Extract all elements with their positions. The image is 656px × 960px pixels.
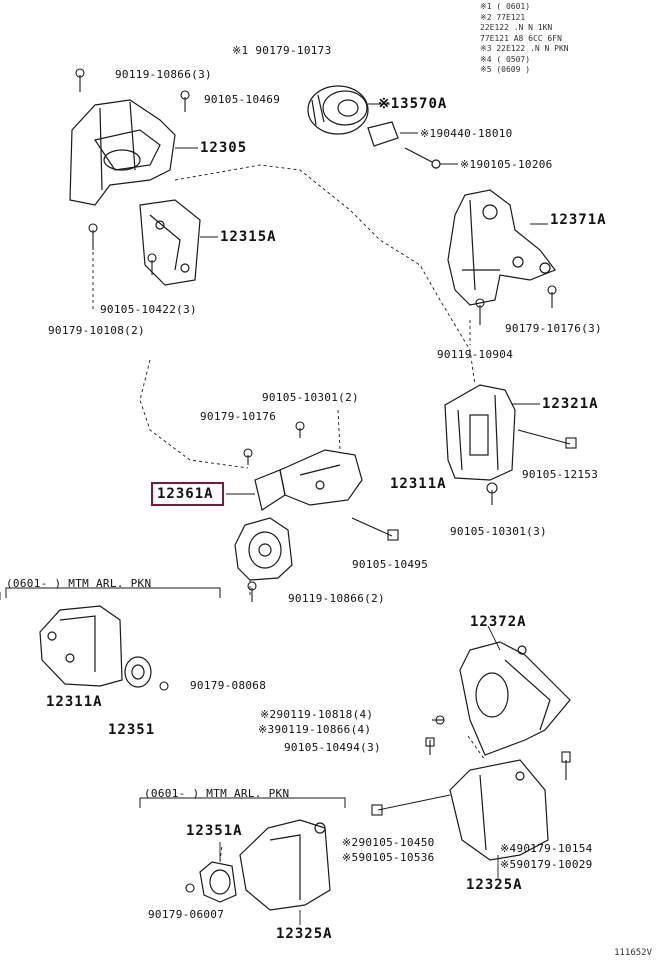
- leader-lines: [0, 103, 548, 925]
- bolt-label[interactable]: 90179-10176(3): [505, 322, 602, 335]
- bracket-12311A-left: [39, 605, 123, 687]
- condition-brackets: [5, 587, 346, 808]
- bolt-label[interactable]: 90119-10904: [437, 348, 514, 361]
- bolt-label[interactable]: 90105-10301(3): [450, 525, 547, 538]
- bolt-glyphs: [75, 68, 577, 893]
- legend-line: ※2 77E121: [480, 12, 526, 22]
- bolt-label[interactable]: 90179-10108(2): [48, 324, 145, 337]
- part-label[interactable]: 12311A: [390, 476, 447, 492]
- bolt-label[interactable]: ※390119-10866(4): [258, 723, 372, 736]
- bushing-12351: [124, 656, 152, 688]
- mount-12361A: [234, 517, 293, 581]
- part-label[interactable]: ※13570A: [378, 96, 448, 112]
- collar-190440: [367, 121, 399, 147]
- bolt-label[interactable]: ※290105-10450: [342, 836, 435, 849]
- bolt-label[interactable]: 90105-10494(3): [284, 741, 381, 754]
- legend-line: 77E121 A8 6CC 6FN: [480, 33, 562, 43]
- bolt-label[interactable]: ※190105-10206: [460, 158, 553, 171]
- condition-label: (0601- ) MTM ARL. PKN: [144, 787, 290, 800]
- bolt-190105: [404, 147, 433, 163]
- bolt-label[interactable]: 90105-10495: [352, 558, 429, 571]
- bolt-label[interactable]: 90105-12153: [522, 468, 599, 481]
- bracket-12371A: [447, 189, 556, 306]
- variant-legend: ※1 ( 0601) ※2 77E121 22E122 .N N 1KN 77E…: [480, 2, 569, 76]
- bolt-label[interactable]: 90179-10176: [200, 410, 277, 423]
- part-label[interactable]: 12372A: [470, 614, 527, 630]
- pulley-13570A: [307, 85, 369, 135]
- bolt-label[interactable]: 90105-10422(3): [100, 303, 197, 316]
- part-label[interactable]: 12305: [200, 140, 248, 156]
- bracket-12325A-right: [449, 759, 549, 861]
- bracket-12325A-bottom: [239, 819, 331, 911]
- part-label[interactable]: 12315A: [220, 229, 277, 245]
- part-label[interactable]: 12325A: [466, 877, 523, 893]
- bolt-label[interactable]: ※590179-10029: [500, 858, 593, 871]
- part-label[interactable]: 12311A: [46, 694, 103, 710]
- part-label[interactable]: 12321A: [542, 396, 599, 412]
- bolt-label[interactable]: ※290119-10818(4): [260, 708, 374, 721]
- part-label[interactable]: 12351A: [186, 823, 243, 839]
- condition-label: (0601- ) MTM ARL. PKN: [6, 577, 152, 590]
- bolt-label[interactable]: 90119-10866(3): [115, 68, 212, 81]
- bracket-12315A: [139, 199, 201, 286]
- catalog-number: 111652V: [614, 948, 652, 958]
- mount-12372A: [459, 641, 571, 756]
- bolt-label[interactable]: 90179-08068: [190, 679, 267, 692]
- bolt-label[interactable]: ※490179-10154: [500, 842, 593, 855]
- legend-line: 22E122 .N N 1KN: [480, 23, 553, 32]
- bolt-label[interactable]: 90105-10301(2): [262, 391, 359, 404]
- bracket-12361A: [254, 449, 363, 511]
- bolt-label[interactable]: ※590105-10536: [342, 851, 435, 864]
- legend-line: ※5 (0609 ): [480, 65, 531, 74]
- bolt-label[interactable]: 90119-10866(2): [288, 592, 385, 605]
- legend-line: ※1 ( 0601): [480, 2, 531, 11]
- bolt-label[interactable]: 90179-06007: [148, 908, 225, 921]
- bolt-label[interactable]: 90105-10469: [204, 93, 281, 106]
- engine-mount-12305: [69, 99, 176, 206]
- bolt-label[interactable]: ※1 90179-10173: [232, 44, 332, 57]
- mount-12321A: [444, 384, 516, 481]
- part-label[interactable]: 12351: [108, 722, 156, 738]
- mount-12351A: [199, 861, 237, 903]
- part-label[interactable]: 12325A: [276, 926, 333, 942]
- bolt-label[interactable]: ※190440-18010: [420, 127, 513, 140]
- selected-part-highlight[interactable]: 12361A: [151, 482, 224, 506]
- selected-part-label[interactable]: 12361A: [157, 486, 214, 502]
- legend-line: ※4 ( 0507): [480, 54, 531, 64]
- legend-line: ※3 22E122 .N N PKN: [480, 44, 569, 53]
- part-label[interactable]: 12371A: [550, 212, 607, 228]
